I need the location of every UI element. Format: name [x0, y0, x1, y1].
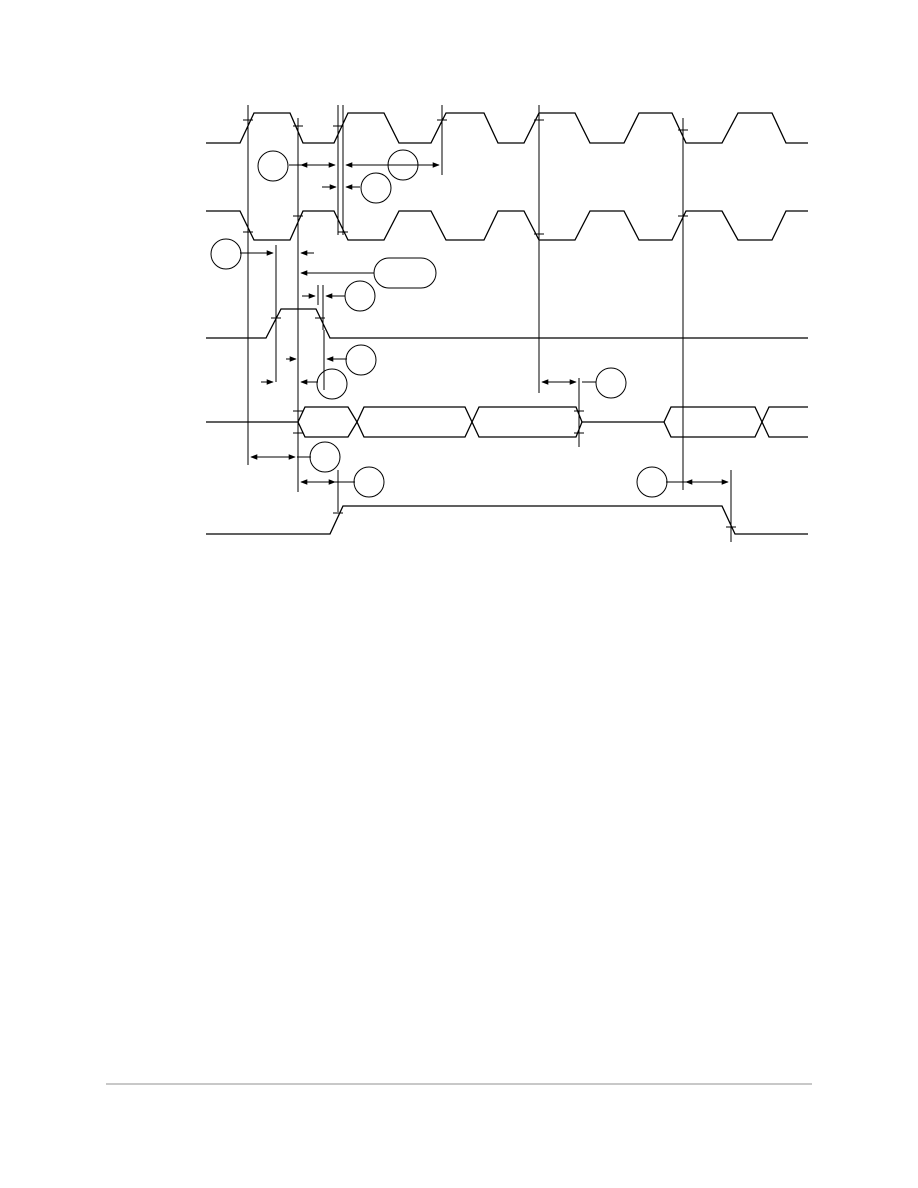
- callout-bubble: [595, 367, 627, 399]
- edge-ticks: [243, 119, 736, 528]
- waveform-data-bus: [206, 406, 808, 438]
- callout-bubble: [344, 280, 376, 312]
- callout-bubble: [210, 238, 242, 270]
- waveform-clock-1: [206, 112, 808, 144]
- callout-bubble: [257, 150, 289, 182]
- timing-arrows: [240, 162, 729, 485]
- callout-bubble: [360, 172, 392, 204]
- callout-bubble: [387, 149, 419, 181]
- waveform-clock-2: [206, 210, 808, 241]
- footer-divider: [106, 1083, 812, 1085]
- callout-bubbles: [210, 149, 668, 498]
- timing-reference-lines: [247, 105, 732, 542]
- callout-bubble: [316, 368, 348, 400]
- waveform-strobe: [206, 308, 808, 339]
- callout-bubble: [636, 466, 668, 498]
- callout-bubble: [345, 344, 377, 376]
- callout-capsule: [373, 257, 437, 289]
- waveform-enable: [206, 505, 808, 535]
- callout-bubble: [309, 441, 341, 473]
- callout-bubble: [353, 466, 385, 498]
